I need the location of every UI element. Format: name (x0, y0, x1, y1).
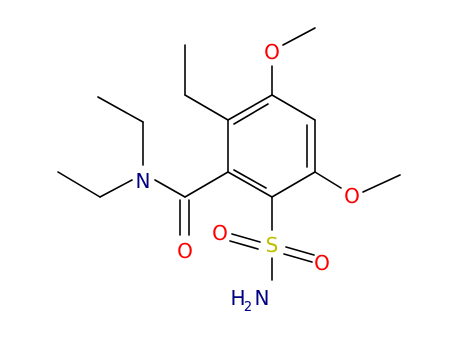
bond-ring-1 (271, 94, 316, 121)
bond-s-o-left-1 (231, 233, 261, 243)
bond-amide-c (184, 171, 229, 198)
bond-ring-6-inner (233, 103, 269, 125)
bond-n-ethyl-lower (99, 179, 133, 198)
bond-s-o-right-1 (283, 253, 313, 263)
bond-ethyl-1 (184, 94, 229, 121)
methoxy-right (314, 171, 401, 193)
atom-o-methoxy-right: O (344, 184, 360, 208)
bond-methoxy-right-2 (362, 174, 401, 193)
atom-o-sulfonyl-left: O (212, 221, 228, 245)
sulfonamide-group (229, 196, 315, 281)
bond-ethyl-lower-2 (57, 171, 101, 198)
atom-nh2-h: H (230, 286, 245, 310)
bond-methoxy-right-1 (314, 171, 342, 189)
atom-o-methoxy-top: O (264, 40, 280, 64)
atom-o-sulfonyl-right: O (314, 251, 330, 275)
bond-s-o-right-2 (285, 246, 315, 256)
bond-ethyl-upper-2 (97, 96, 144, 123)
benzene-ring (227, 94, 316, 198)
atom-nh2: H 2 N (230, 286, 269, 315)
methoxy-top (271, 27, 316, 96)
amide-group (57, 96, 229, 236)
atom-nh2-n: N (255, 286, 270, 310)
bond-s-o-left-2 (229, 240, 259, 250)
ethyl-group (184, 44, 229, 121)
bond-ring-4-inner (233, 169, 267, 189)
bond-c-n (154, 179, 186, 198)
bond-ring-6 (227, 94, 273, 121)
bond-methoxy-top-2 (282, 27, 316, 46)
atom-nh2-subscript: 2 (244, 300, 252, 315)
atom-n-amide: N (136, 169, 151, 193)
bond-ring-4 (227, 171, 273, 198)
atom-s-sulfonyl: S (266, 233, 279, 257)
bond-ring-3 (271, 171, 316, 198)
atom-o-carbonyl: O (177, 239, 193, 263)
